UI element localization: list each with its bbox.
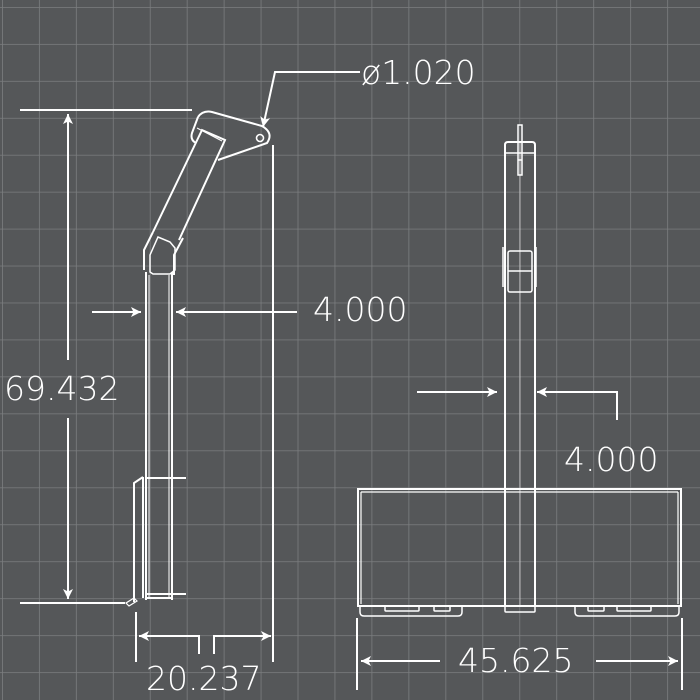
pivot-hole (255, 133, 265, 143)
side-view (20, 71, 360, 662)
dim-label-front-tube-width: 4.000 (564, 440, 659, 479)
dim-label-depth: 20.237 (146, 659, 262, 698)
front-base-feet (359, 605, 680, 617)
front-vertical-post (504, 141, 536, 605)
side-upper-tube (152, 127, 227, 241)
side-elbow (143, 231, 184, 275)
side-lower-tube (145, 272, 173, 600)
dim-hole-leader (260, 71, 360, 128)
dim-label-pivot-hole: ø1.020 (361, 53, 476, 92)
dim-depth-arrow-right (213, 631, 271, 654)
dim-depth-arrow-left (139, 631, 200, 654)
side-base-sleeve (125, 476, 186, 607)
dim-front-tube-arrow-right (537, 387, 618, 420)
front-post-collar (502, 247, 537, 293)
dim-label-overall-height: 69.432 (4, 369, 120, 408)
front-base-box (357, 488, 682, 613)
dim-label-overall-width: 45.625 (458, 641, 574, 680)
dim-label-side-tube-width: 4.000 (313, 290, 408, 329)
front-view (356, 124, 683, 690)
